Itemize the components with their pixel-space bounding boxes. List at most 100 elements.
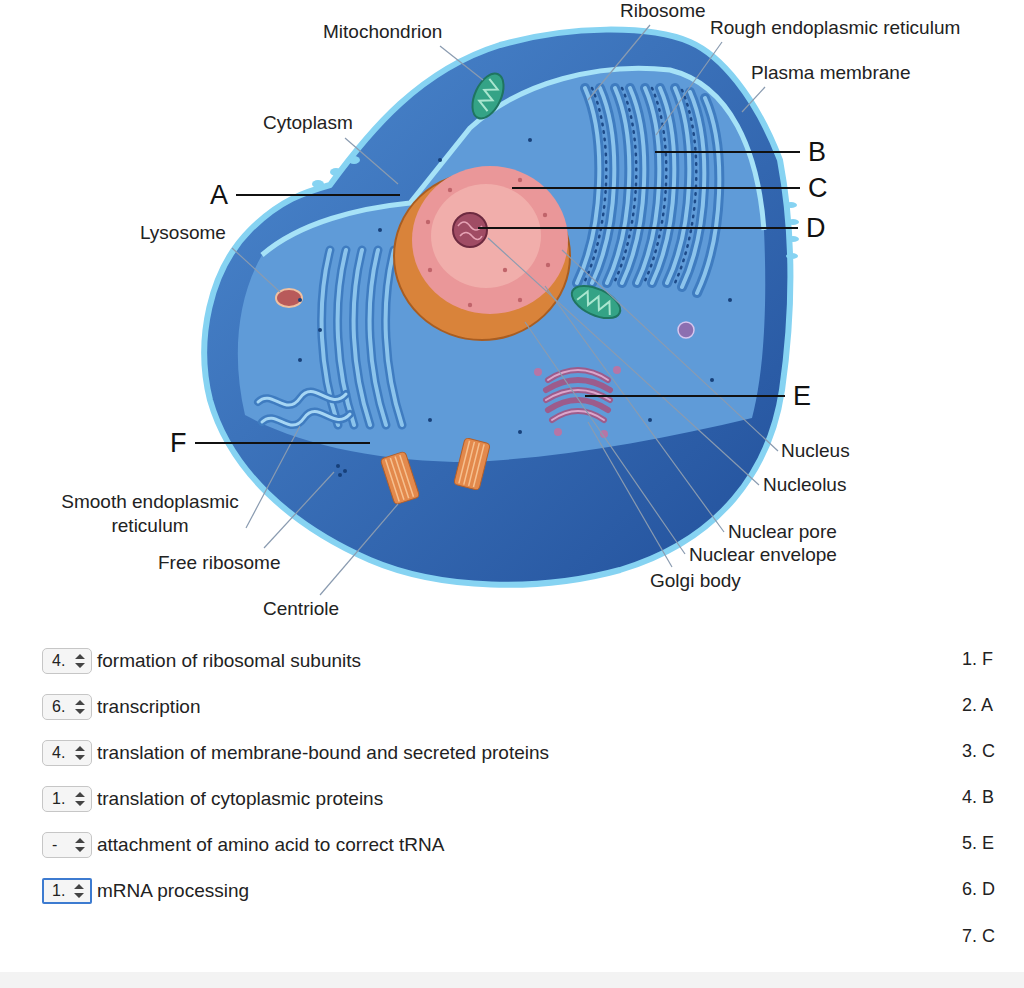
- nucleoplasm: [431, 184, 541, 288]
- smooth-er: [258, 391, 350, 425]
- question-text: translation of cytoplasmic proteins: [97, 788, 383, 810]
- leader-line: [742, 87, 765, 112]
- centriole-body: [454, 438, 491, 491]
- ribosome-dot: [528, 138, 532, 142]
- er-sheet: [652, 88, 674, 283]
- leader-lines: [232, 25, 778, 595]
- dropdown-arrows: [75, 838, 85, 852]
- ribosome-dot: [378, 228, 382, 232]
- selected-value: 1.: [52, 789, 65, 809]
- part-label: Nuclear pore: [728, 521, 837, 543]
- selected-value: 4.: [52, 743, 65, 763]
- nuclear-pore: [426, 220, 430, 224]
- callout-line: [585, 395, 785, 397]
- arrow-glyph: [75, 792, 85, 806]
- part-label: Cytoplasm: [263, 112, 353, 134]
- leader-line: [525, 322, 685, 554]
- leader-line: [545, 286, 724, 532]
- ribosome-dots: [614, 88, 636, 283]
- centriole-tubules: [459, 441, 484, 487]
- part-label: Nucleolus: [763, 474, 846, 496]
- question-text: transcription: [97, 696, 201, 718]
- centriole: [454, 438, 491, 491]
- callout-letter: A: [210, 180, 228, 211]
- answer-option: 3. C: [962, 741, 995, 762]
- callout-line: [478, 227, 798, 229]
- leader-line: [246, 426, 300, 528]
- dropdown-arrows: [75, 654, 85, 668]
- callout-lines: [195, 152, 800, 443]
- er-tube: [258, 391, 346, 405]
- part-label: Centriole: [263, 598, 339, 620]
- leader-line: [264, 472, 334, 548]
- dropdown-arrows: [75, 746, 85, 760]
- nucleolus-texture: [458, 222, 482, 240]
- answer-option: 2. A: [962, 695, 993, 716]
- ribosome-dot: [343, 469, 347, 473]
- dropdown-select: 1.: [42, 878, 92, 904]
- arrow-glyph: [75, 746, 85, 760]
- dropdown-select: 4.: [42, 740, 92, 766]
- centriole-tubules: [386, 455, 414, 501]
- ribosome-dot: [298, 358, 302, 362]
- nuclear-pore: [468, 303, 472, 307]
- part-label: Rough endoplasmic reticulum: [710, 17, 960, 39]
- er-tube: [262, 411, 350, 425]
- answer-option: 1. F: [962, 649, 993, 670]
- question-text: mRNA processing: [97, 880, 249, 902]
- part-label: Lysosome: [140, 222, 226, 244]
- nuclear-pore: [428, 268, 432, 272]
- dropdown-arrows: [75, 792, 85, 806]
- cristae: [477, 79, 501, 111]
- footer-band: [0, 972, 1024, 988]
- ribosome-dot: [438, 158, 442, 162]
- answer-option: 4. B: [962, 787, 994, 808]
- er-tube: [258, 391, 346, 405]
- part-label: Nuclear envelope: [689, 544, 837, 566]
- question-text: translation of membrane-bound and secret…: [97, 742, 549, 764]
- callout-letter: D: [806, 213, 826, 244]
- leader-line: [656, 42, 722, 135]
- er-sheet: [577, 88, 599, 283]
- ribosome-dot: [338, 473, 342, 477]
- microvillus: [785, 202, 797, 208]
- er-sheet: [697, 98, 719, 293]
- microvillus: [312, 180, 324, 188]
- part-label: Mitochondrion: [323, 21, 442, 43]
- nuclear-pore: [518, 178, 522, 182]
- question-text: attachment of amino acid to correct tRNA: [97, 834, 444, 856]
- nucleus: [394, 166, 570, 340]
- ribosome-dot: [318, 328, 322, 332]
- selected-value: -: [52, 835, 57, 855]
- leader-line: [588, 422, 672, 567]
- callout-line: [512, 187, 800, 189]
- arrow-glyph: [75, 838, 85, 852]
- ribosome-dot: [728, 298, 732, 302]
- nuclear-pore: [503, 268, 507, 272]
- centriole: [380, 451, 420, 505]
- cell-cutaway: [238, 68, 765, 462]
- er-sheet: [622, 88, 644, 283]
- arrow-glyph: [74, 884, 84, 898]
- callout-line: [655, 151, 800, 153]
- part-label: Nucleus: [781, 440, 850, 462]
- leader-line: [320, 504, 398, 595]
- microvillus: [787, 219, 799, 225]
- callout-line: [236, 194, 400, 196]
- er-sheet: [354, 250, 370, 425]
- callout-letter: F: [170, 428, 187, 459]
- ribosome-dot: [298, 298, 302, 302]
- part-label: Smooth endoplasmic reticulum: [50, 490, 250, 538]
- ribosome-dot: [428, 418, 432, 422]
- part-label: Golgi body: [650, 570, 741, 592]
- er-sheet: [637, 88, 659, 283]
- callout-letter: C: [808, 173, 828, 204]
- er-tube: [262, 411, 350, 425]
- golgi-body: [534, 366, 621, 438]
- selected-value: 1.: [52, 881, 65, 901]
- microvillus: [348, 156, 360, 164]
- cell-body: [204, 30, 790, 585]
- microvillus: [786, 253, 798, 259]
- er-sheet: [592, 88, 614, 283]
- callout-letter: B: [808, 137, 826, 168]
